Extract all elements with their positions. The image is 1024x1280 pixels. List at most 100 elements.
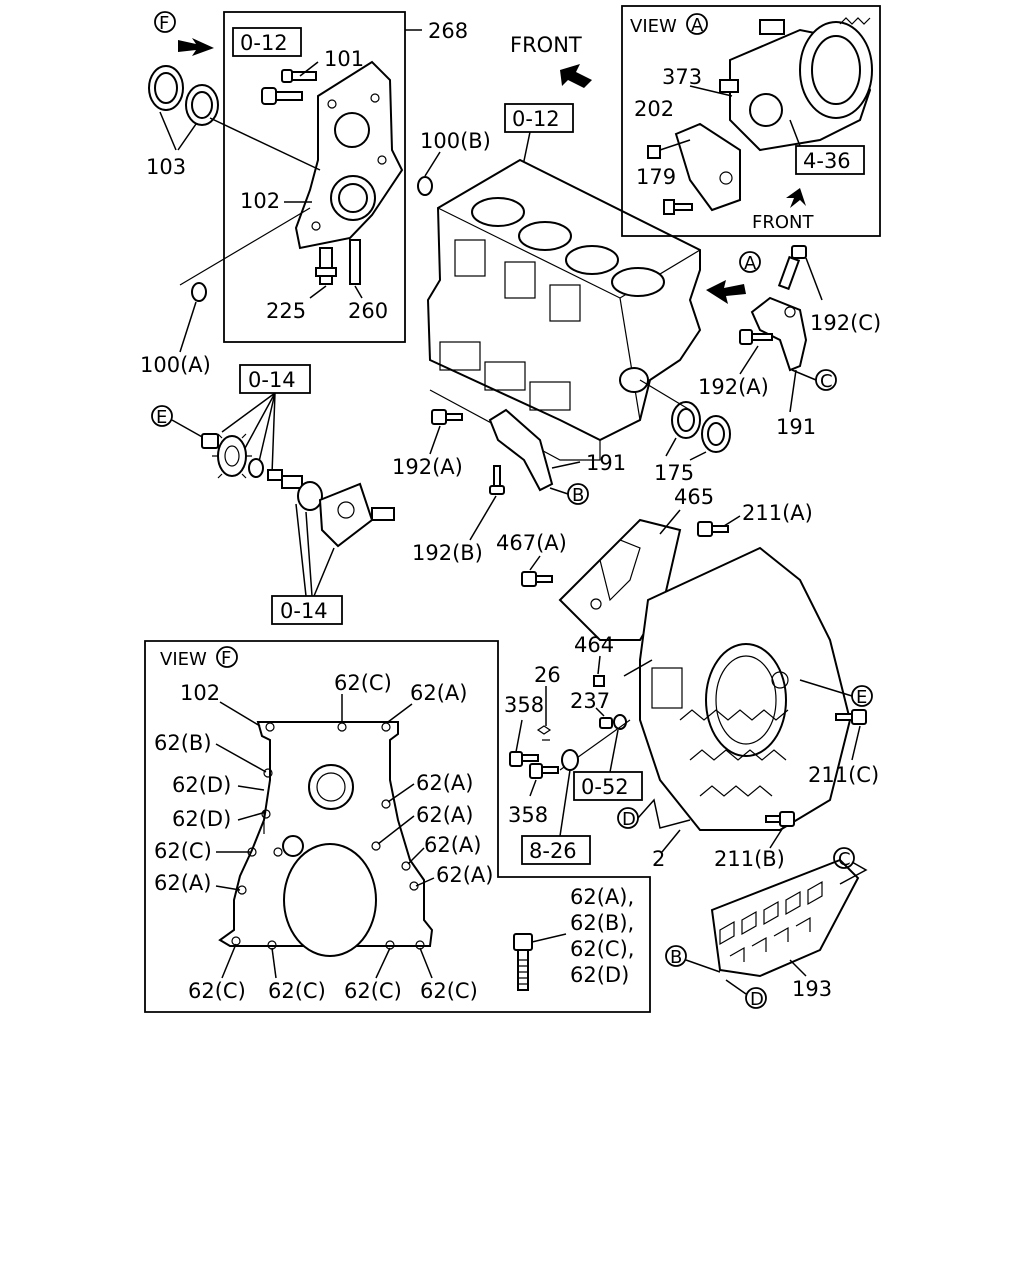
front-arrow-icon-2 xyxy=(786,188,806,208)
bolt-101 xyxy=(261,69,317,105)
nut-202 xyxy=(647,145,661,159)
part-label-464: 464 xyxy=(574,633,614,657)
bolt-192c xyxy=(777,245,807,291)
view-f-label-62c-6: 62(C) xyxy=(420,979,478,1003)
svg-text:F: F xyxy=(221,648,231,669)
bolt-179 xyxy=(663,199,693,215)
bolt-467a xyxy=(521,571,553,587)
ref-label-4-36: 4-36 xyxy=(803,149,851,173)
part-label-260: 260 xyxy=(348,299,388,323)
ref-box-0-14-b[interactable] xyxy=(271,595,343,625)
part-label-358-lower: 358 xyxy=(508,803,548,827)
svg-text:C: C xyxy=(838,849,851,870)
part-label-211a: 211(A) xyxy=(742,501,813,525)
sensor-bracket xyxy=(561,749,579,771)
cover-193 xyxy=(710,858,860,978)
front-direction-label-1: FRONT xyxy=(510,33,582,57)
svg-text:E: E xyxy=(856,687,867,708)
part-label-2: 2 xyxy=(652,847,665,871)
bracket-191-lower xyxy=(488,408,554,492)
view-f-circle xyxy=(216,646,238,668)
part-label-225: 225 xyxy=(266,299,306,323)
view-f-label-62a-4: 62(A) xyxy=(424,833,481,857)
front-cover-outline-view-f xyxy=(218,721,434,957)
bolt-62 xyxy=(513,933,533,991)
view-f-label-62c-top: 62(C) xyxy=(334,671,392,695)
cylinder-block xyxy=(426,158,702,461)
view-a-title: VIEW xyxy=(630,16,677,37)
part-label-237: 237 xyxy=(570,689,610,713)
part-label-191-upper: 191 xyxy=(776,415,816,439)
part-label-179: 179 xyxy=(636,165,676,189)
view-a-circle xyxy=(686,13,708,35)
view-f-label-62c-5: 62(C) xyxy=(344,979,402,1003)
ref-box-8-26[interactable] xyxy=(521,835,591,865)
view-f-marker: F xyxy=(154,11,214,56)
bolt-192b xyxy=(489,465,505,495)
view-f-label-62a-3: 62(A) xyxy=(416,803,473,827)
view-f-label-62d-1: 62(D) xyxy=(172,773,231,797)
part-label-467a: 467(A) xyxy=(496,531,567,555)
part-label-102: 102 xyxy=(240,189,280,213)
circle-marker-d-2 xyxy=(745,987,767,1009)
view-f-label-62c-3: 62(C) xyxy=(188,979,246,1003)
part-label-192a-right: 192(A) xyxy=(698,375,769,399)
part-label-373: 373 xyxy=(662,65,702,89)
ref-label-0-52: 0-52 xyxy=(581,775,629,799)
svg-text:E: E xyxy=(156,407,167,428)
ref-box-0-12-b[interactable] xyxy=(504,103,574,133)
circle-marker-f xyxy=(154,11,176,33)
part-label-101: 101 xyxy=(324,47,364,71)
bolt-211c xyxy=(835,709,867,725)
view-f-title: VIEW xyxy=(160,649,207,670)
circle-marker-e xyxy=(151,405,173,427)
legend-line-3: 62(C), xyxy=(570,937,634,961)
legend-line-1: 62(A), xyxy=(570,885,634,909)
ref-label-0-14-a: 0-14 xyxy=(248,368,296,392)
circle-marker-c-2 xyxy=(833,847,855,869)
pump-bracket xyxy=(674,122,741,212)
part-label-192a-left: 192(A) xyxy=(392,455,463,479)
view-f-inset-frame xyxy=(144,640,651,1013)
bolt-192a-left xyxy=(431,409,463,425)
o-ring-100a xyxy=(191,282,207,302)
ref-box-4-36[interactable] xyxy=(795,145,865,175)
legend-line-2: 62(B), xyxy=(570,911,634,935)
part-label-193: 193 xyxy=(792,977,832,1001)
part-label-358-upper: 358 xyxy=(504,693,544,717)
part-label-191-lower: 191 xyxy=(586,451,626,475)
stud-225 xyxy=(315,247,337,285)
view-f-label-62b: 62(B) xyxy=(154,731,212,755)
spring-26 xyxy=(536,725,552,741)
view-a-arrow-icon xyxy=(706,280,746,304)
bolt-211a xyxy=(697,521,729,537)
view-f-label-62c-2: 62(C) xyxy=(154,839,212,863)
bolt-192a-right xyxy=(739,329,773,345)
idler-gear xyxy=(201,433,303,489)
svg-text:A: A xyxy=(691,15,704,36)
ref-box-0-52[interactable] xyxy=(573,771,643,801)
svg-text:F: F xyxy=(159,13,169,34)
bolt-211b xyxy=(765,811,795,827)
svg-text:D: D xyxy=(750,989,764,1010)
svg-text:B: B xyxy=(572,485,584,506)
front-arrow-icon xyxy=(560,64,592,88)
part-label-192c: 192(C) xyxy=(810,311,881,335)
front-direction-label-2: FRONT xyxy=(752,212,814,233)
part-label-103: 103 xyxy=(146,155,186,179)
bolt-358-lower xyxy=(529,763,559,779)
stud-260 xyxy=(349,239,361,285)
direction-arrow-icon xyxy=(178,38,214,56)
ref-label-8-26: 8-26 xyxy=(529,839,577,863)
dowel-464 xyxy=(593,675,605,687)
part-label-211b: 211(B) xyxy=(714,847,785,871)
view-f-label-62a-5: 62(A) xyxy=(154,871,211,895)
o-ring-100b xyxy=(417,176,433,196)
part-label-26: 26 xyxy=(534,663,561,687)
part-label-211c: 211(C) xyxy=(808,763,879,787)
view-f-label-62d-2: 62(D) xyxy=(172,807,231,831)
ref-box-0-12-a[interactable] xyxy=(232,27,302,57)
view-f-label-62a-top: 62(A) xyxy=(410,681,467,705)
view-f-label-62a-2: 62(A) xyxy=(416,771,473,795)
part-label-202: 202 xyxy=(634,97,674,121)
